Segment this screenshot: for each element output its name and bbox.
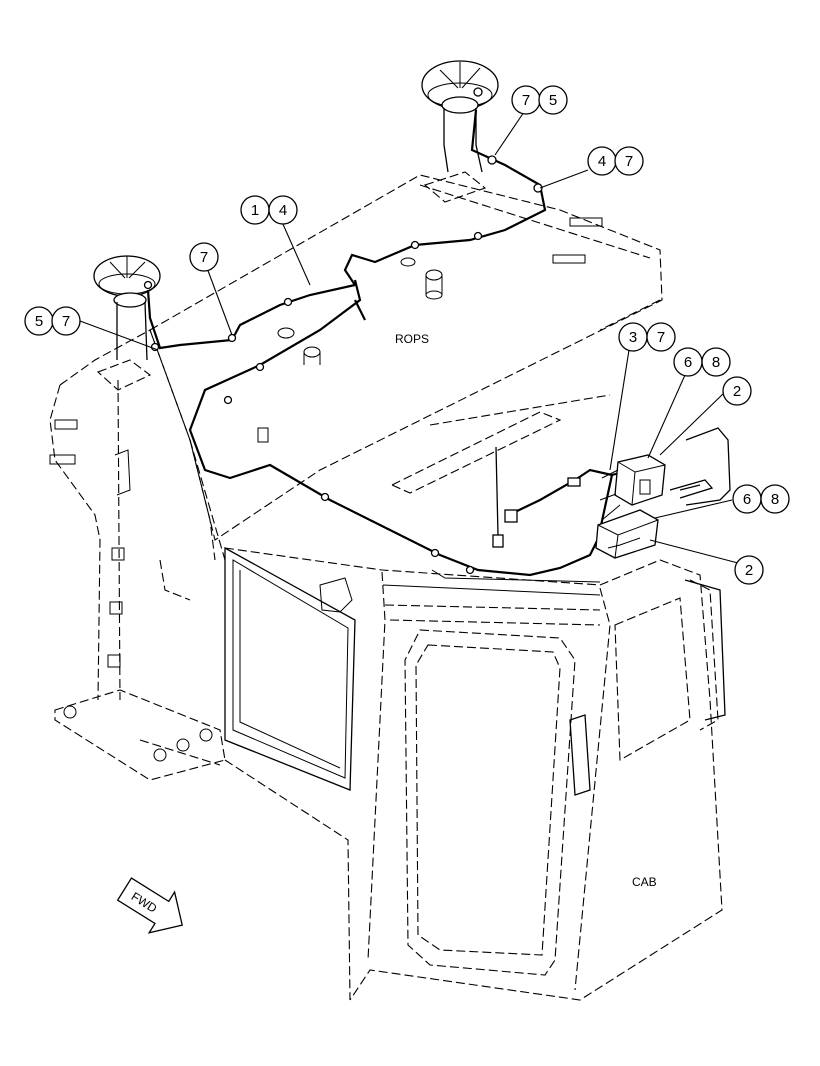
- callout-leaders: [79, 111, 739, 564]
- fwd-arrow: FWD: [116, 877, 184, 934]
- callout-number: 8: [771, 491, 779, 508]
- callout-number: 5: [549, 92, 557, 109]
- callout-number: 7: [657, 329, 665, 346]
- module-lower: [595, 509, 659, 559]
- callout-number: 7: [200, 249, 208, 266]
- callout-4-7: 4 7: [587, 146, 644, 176]
- antenna-right: [421, 60, 499, 173]
- callout-7: 7: [189, 242, 219, 272]
- callout-number: 4: [598, 153, 606, 170]
- callout-2-lower: 2: [734, 555, 764, 585]
- callout-number: 7: [522, 92, 530, 109]
- callout-number: 7: [625, 153, 633, 170]
- rops-label: ROPS: [395, 332, 429, 346]
- callout-number: 4: [279, 202, 287, 219]
- wiring-harness: [146, 109, 631, 577]
- callout-number: 5: [35, 313, 43, 330]
- cab-label: CAB: [632, 875, 657, 889]
- callout-number: 7: [62, 313, 70, 330]
- callout-number: 2: [733, 383, 741, 400]
- module-upper: [599, 454, 666, 521]
- callout-6-8-upper: 6 8: [673, 347, 731, 377]
- callout-number: 6: [743, 491, 751, 508]
- callout-3-7: 3 7: [618, 322, 676, 352]
- callout-number: 2: [745, 562, 753, 579]
- rops-structure: [49, 171, 663, 1001]
- callout-number: 1: [251, 202, 259, 219]
- callout-number: 6: [684, 354, 692, 371]
- callout-number: 8: [712, 354, 720, 371]
- callout-7-5: 7 5: [511, 85, 568, 115]
- cab-structure: [224, 427, 731, 1001]
- antenna-left: [93, 255, 161, 361]
- callout-number: 3: [629, 329, 637, 346]
- callout-2-upper: 2: [722, 376, 752, 406]
- callout-1-4: 1 4: [240, 195, 298, 225]
- callout-6-8-lower: 6 8: [732, 484, 790, 514]
- callout-5-7: 5 7: [24, 306, 81, 336]
